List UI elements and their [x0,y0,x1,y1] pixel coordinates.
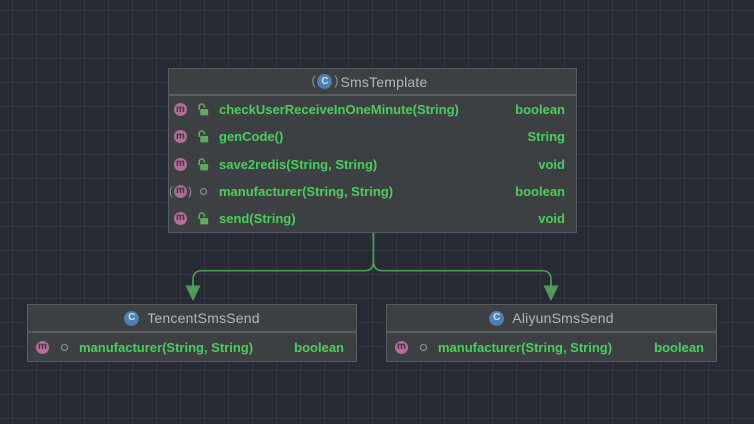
class-title: SmsTemplate [340,73,428,90]
class-node-sms-template[interactable]: ( C ) SmsTemplate m checkUserReceiveInOn… [168,68,577,233]
method-row[interactable]: m genCode() String [169,123,576,150]
method-icon: m [174,103,187,117]
method-return-type: String [527,129,565,145]
class-header[interactable]: C AliyunSmsSend [387,305,716,333]
class-members: m checkUserReceiveInOneMinute(String) bo… [169,96,576,232]
method-return-type: boolean [294,339,344,355]
method-name: save2redis(String, String) [219,156,378,172]
package-visibility-icon [416,340,430,354]
abstract-paren-open: ( [311,73,316,88]
class-icon: C [124,310,140,326]
class-members: m manufacturer(String, String) boolean [387,333,716,361]
method-return-type: void [538,156,565,172]
method-icon: m [36,340,49,354]
abstract-method-icon: ( m ) [169,183,192,198]
inheritance-edge-to-aliyun [372,261,552,286]
class-node-aliyun-sms-send[interactable]: C AliyunSmsSend m manufacturer(String, S… [386,304,717,362]
inheritance-edge-to-tencent [192,261,375,286]
abstract-class-icon: ( C ) [311,74,338,89]
class-node-tencent-sms-send[interactable]: C TencentSmsSend m manufacturer(String, … [27,304,357,362]
arrowhead-aliyun [543,285,559,301]
class-members: m manufacturer(String, String) boolean [28,333,356,361]
method-row[interactable]: m save2redis(String, String) void [169,150,576,177]
class-icon: C [317,74,333,89]
method-row[interactable]: m checkUserReceiveInOneMinute(String) bo… [169,96,576,123]
public-visibility-icon [196,130,210,144]
method-return-type: boolean [515,102,565,118]
abstract-paren-close: ) [334,73,339,88]
package-visibility-icon [57,340,71,354]
method-name: manufacturer(String, String) [219,183,394,199]
method-name: genCode() [219,129,284,145]
package-visibility-icon [196,184,210,198]
method-row[interactable]: m manufacturer(String, String) boolean [387,333,716,361]
class-title: TencentSmsSend [147,310,260,326]
method-name: send(String) [219,210,296,226]
method-return-type: boolean [515,183,565,199]
method-return-type: boolean [654,339,704,355]
method-name: manufacturer(String, String) [79,339,254,355]
method-return-type: void [538,210,565,226]
method-icon: m [174,157,187,171]
class-icon: C [489,310,505,326]
method-icon: m [174,211,187,225]
arrowhead-tencent [185,285,201,301]
public-visibility-icon [196,103,210,117]
class-header[interactable]: ( C ) SmsTemplate [169,69,576,96]
method-row[interactable]: m manufacturer(String, String) boolean [28,333,356,361]
method-name: checkUserReceiveInOneMinute(String) [219,102,459,118]
method-name: manufacturer(String, String) [438,339,613,355]
public-visibility-icon [196,157,210,171]
class-header[interactable]: C TencentSmsSend [28,305,356,333]
method-icon: m [174,130,187,144]
method-row[interactable]: m send(String) void [169,205,576,232]
method-icon: m [395,340,408,354]
class-title: AliyunSmsSend [512,310,614,326]
public-visibility-icon [196,211,210,225]
abstract-method-row[interactable]: ( m ) manufacturer(String, String) boole… [169,178,576,205]
